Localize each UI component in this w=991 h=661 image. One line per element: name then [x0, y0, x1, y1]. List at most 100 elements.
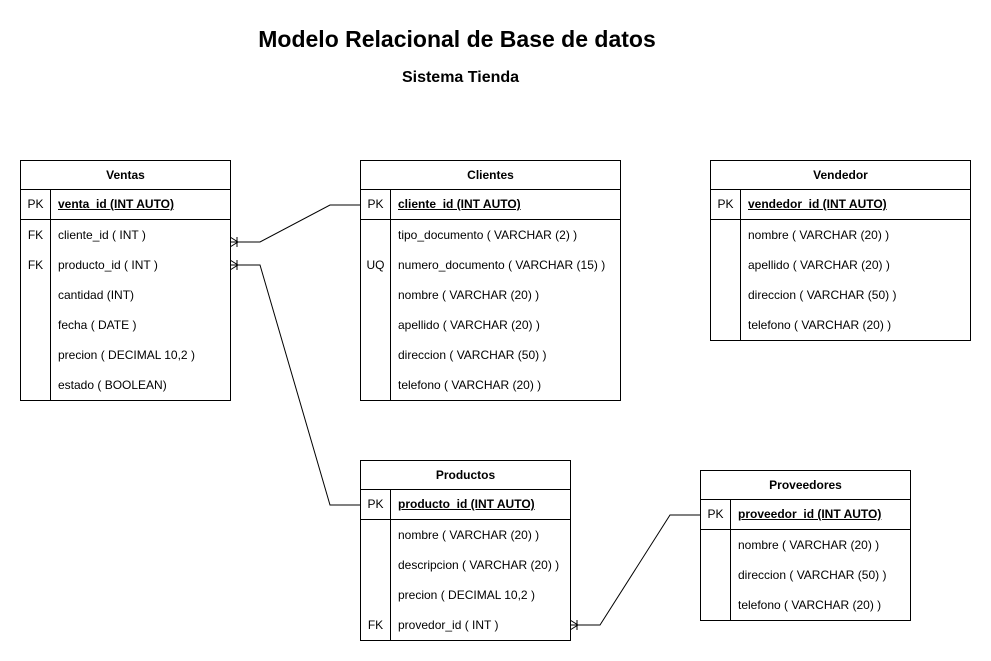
key-label	[701, 590, 731, 620]
key-label	[361, 340, 391, 370]
table-row: nombre ( VARCHAR (20) )	[701, 530, 910, 560]
field-name: cliente_id (INT AUTO)	[398, 197, 521, 211]
table-row: apellido ( VARCHAR (20) )	[711, 250, 970, 280]
relation-ventas-productos	[230, 264, 360, 506]
table-proveedores[interactable]: Proveedores PK proveedor_id (INT AUTO) n…	[700, 470, 911, 621]
field-name: telefono ( VARCHAR (20) )	[748, 318, 892, 332]
crowsfoot-ventas-cliente	[229, 236, 239, 248]
key-label: FK	[21, 250, 51, 280]
field-name: nombre ( VARCHAR (20) )	[738, 538, 880, 552]
key-label: PK	[701, 500, 731, 529]
field-name: telefono ( VARCHAR (20) )	[738, 598, 882, 612]
key-label	[361, 370, 391, 400]
pk-row: PK venta_id (INT AUTO)	[21, 190, 230, 220]
pk-row: PK vendedor_id (INT AUTO)	[711, 190, 970, 220]
table-row: direccion ( VARCHAR (50) )	[701, 560, 910, 590]
key-label	[701, 530, 731, 560]
field-name: nombre ( VARCHAR (20) )	[398, 528, 540, 542]
pk-row: PK producto_id (INT AUTO)	[361, 490, 570, 520]
key-label	[21, 310, 51, 340]
table-row: precion ( DECIMAL 10,2 )	[361, 580, 570, 610]
table-header: Ventas	[21, 161, 230, 190]
key-label	[361, 310, 391, 340]
pk-row: PK cliente_id (INT AUTO)	[361, 190, 620, 220]
table-productos[interactable]: Productos PK producto_id (INT AUTO) nomb…	[360, 460, 571, 641]
key-label	[711, 220, 741, 250]
relation-productos-proveedores	[570, 514, 700, 626]
table-row: FK producto_id ( INT )	[21, 250, 230, 280]
key-label	[361, 280, 391, 310]
field-name: precion ( DECIMAL 10,2 )	[58, 348, 195, 362]
table-row: tipo_documento ( VARCHAR (2) )	[361, 220, 620, 250]
field-name: cliente_id ( INT )	[58, 228, 146, 242]
table-header: Vendedor	[711, 161, 970, 190]
table-row: fecha ( DATE )	[21, 310, 230, 340]
field-name: direccion ( VARCHAR (50) )	[398, 348, 547, 362]
key-label	[711, 250, 741, 280]
key-label	[361, 220, 391, 250]
field-name: tipo_documento ( VARCHAR (2) )	[398, 228, 578, 242]
table-row: telefono ( VARCHAR (20) )	[361, 370, 620, 400]
relation-ventas-clientes	[230, 204, 360, 243]
table-header: Proveedores	[701, 471, 910, 500]
table-row: nombre ( VARCHAR (20) )	[711, 220, 970, 250]
key-label	[21, 280, 51, 310]
key-label: FK	[361, 610, 391, 640]
key-label	[361, 580, 391, 610]
field-name: producto_id (INT AUTO)	[398, 497, 535, 511]
key-label: PK	[361, 490, 391, 519]
field-name: apellido ( VARCHAR (20) )	[398, 318, 540, 332]
diagram-subtitle: Sistema Tienda	[401, 69, 520, 86]
key-label: PK	[21, 190, 51, 219]
key-label: PK	[361, 190, 391, 219]
diagram-title: Modelo Relacional de Base de datos	[258, 26, 656, 52]
table-row: FK cliente_id ( INT )	[21, 220, 230, 250]
key-label	[21, 370, 51, 400]
table-row: direccion ( VARCHAR (50) )	[361, 340, 620, 370]
field-name: venta_id (INT AUTO)	[58, 197, 175, 211]
field-name: telefono ( VARCHAR (20) )	[398, 378, 542, 392]
table-row: telefono ( VARCHAR (20) )	[711, 310, 970, 340]
table-row: precion ( DECIMAL 10,2 )	[21, 340, 230, 370]
field-name: provedor_id ( INT )	[398, 618, 499, 632]
field-name: numero_documento ( VARCHAR (15) )	[398, 258, 606, 272]
table-row: FK provedor_id ( INT )	[361, 610, 570, 640]
key-label	[21, 340, 51, 370]
key-label: UQ	[361, 250, 391, 280]
field-name: cantidad (INT)	[58, 288, 135, 302]
field-name: descripcion ( VARCHAR (20) )	[398, 558, 560, 572]
field-name: estado ( BOOLEAN)	[58, 378, 167, 392]
table-ventas[interactable]: Ventas PK venta_id (INT AUTO) FK cliente_…	[20, 160, 231, 401]
table-row: descripcion ( VARCHAR (20) )	[361, 550, 570, 580]
key-label	[361, 550, 391, 580]
key-label	[711, 310, 741, 340]
field-name: direccion ( VARCHAR (50) )	[738, 568, 887, 582]
field-name: vendedor_id (INT AUTO)	[748, 197, 887, 211]
table-header: Productos	[361, 461, 570, 490]
field-name: apellido ( VARCHAR (20) )	[748, 258, 890, 272]
field-name: producto_id ( INT )	[58, 258, 158, 272]
key-label	[361, 520, 391, 550]
field-name: fecha ( DATE )	[58, 318, 137, 332]
table-vendedor[interactable]: Vendedor PK vendedor_id (INT AUTO) nombr…	[710, 160, 971, 341]
pk-row: PK proveedor_id (INT AUTO)	[701, 500, 910, 530]
table-row: direccion ( VARCHAR (50) )	[711, 280, 970, 310]
key-label: FK	[21, 220, 51, 250]
table-row: estado ( BOOLEAN)	[21, 370, 230, 400]
table-row: nombre ( VARCHAR (20) )	[361, 280, 620, 310]
field-name: direccion ( VARCHAR (50) )	[748, 288, 897, 302]
crowsfoot-ventas-producto	[229, 259, 239, 271]
field-name: nombre ( VARCHAR (20) )	[748, 228, 890, 242]
field-name: proveedor_id (INT AUTO)	[738, 507, 882, 521]
crowsfoot-productos-proveedor	[569, 619, 579, 631]
table-row: telefono ( VARCHAR (20) )	[701, 590, 910, 620]
key-label	[701, 560, 731, 590]
key-label	[711, 280, 741, 310]
table-clientes[interactable]: Clientes PK cliente_id (INT AUTO) tipo_d…	[360, 160, 621, 401]
table-row: cantidad (INT)	[21, 280, 230, 310]
table-row: UQ numero_documento ( VARCHAR (15) )	[361, 250, 620, 280]
key-label: PK	[711, 190, 741, 219]
table-header: Clientes	[361, 161, 620, 190]
field-name: precion ( DECIMAL 10,2 )	[398, 588, 535, 602]
